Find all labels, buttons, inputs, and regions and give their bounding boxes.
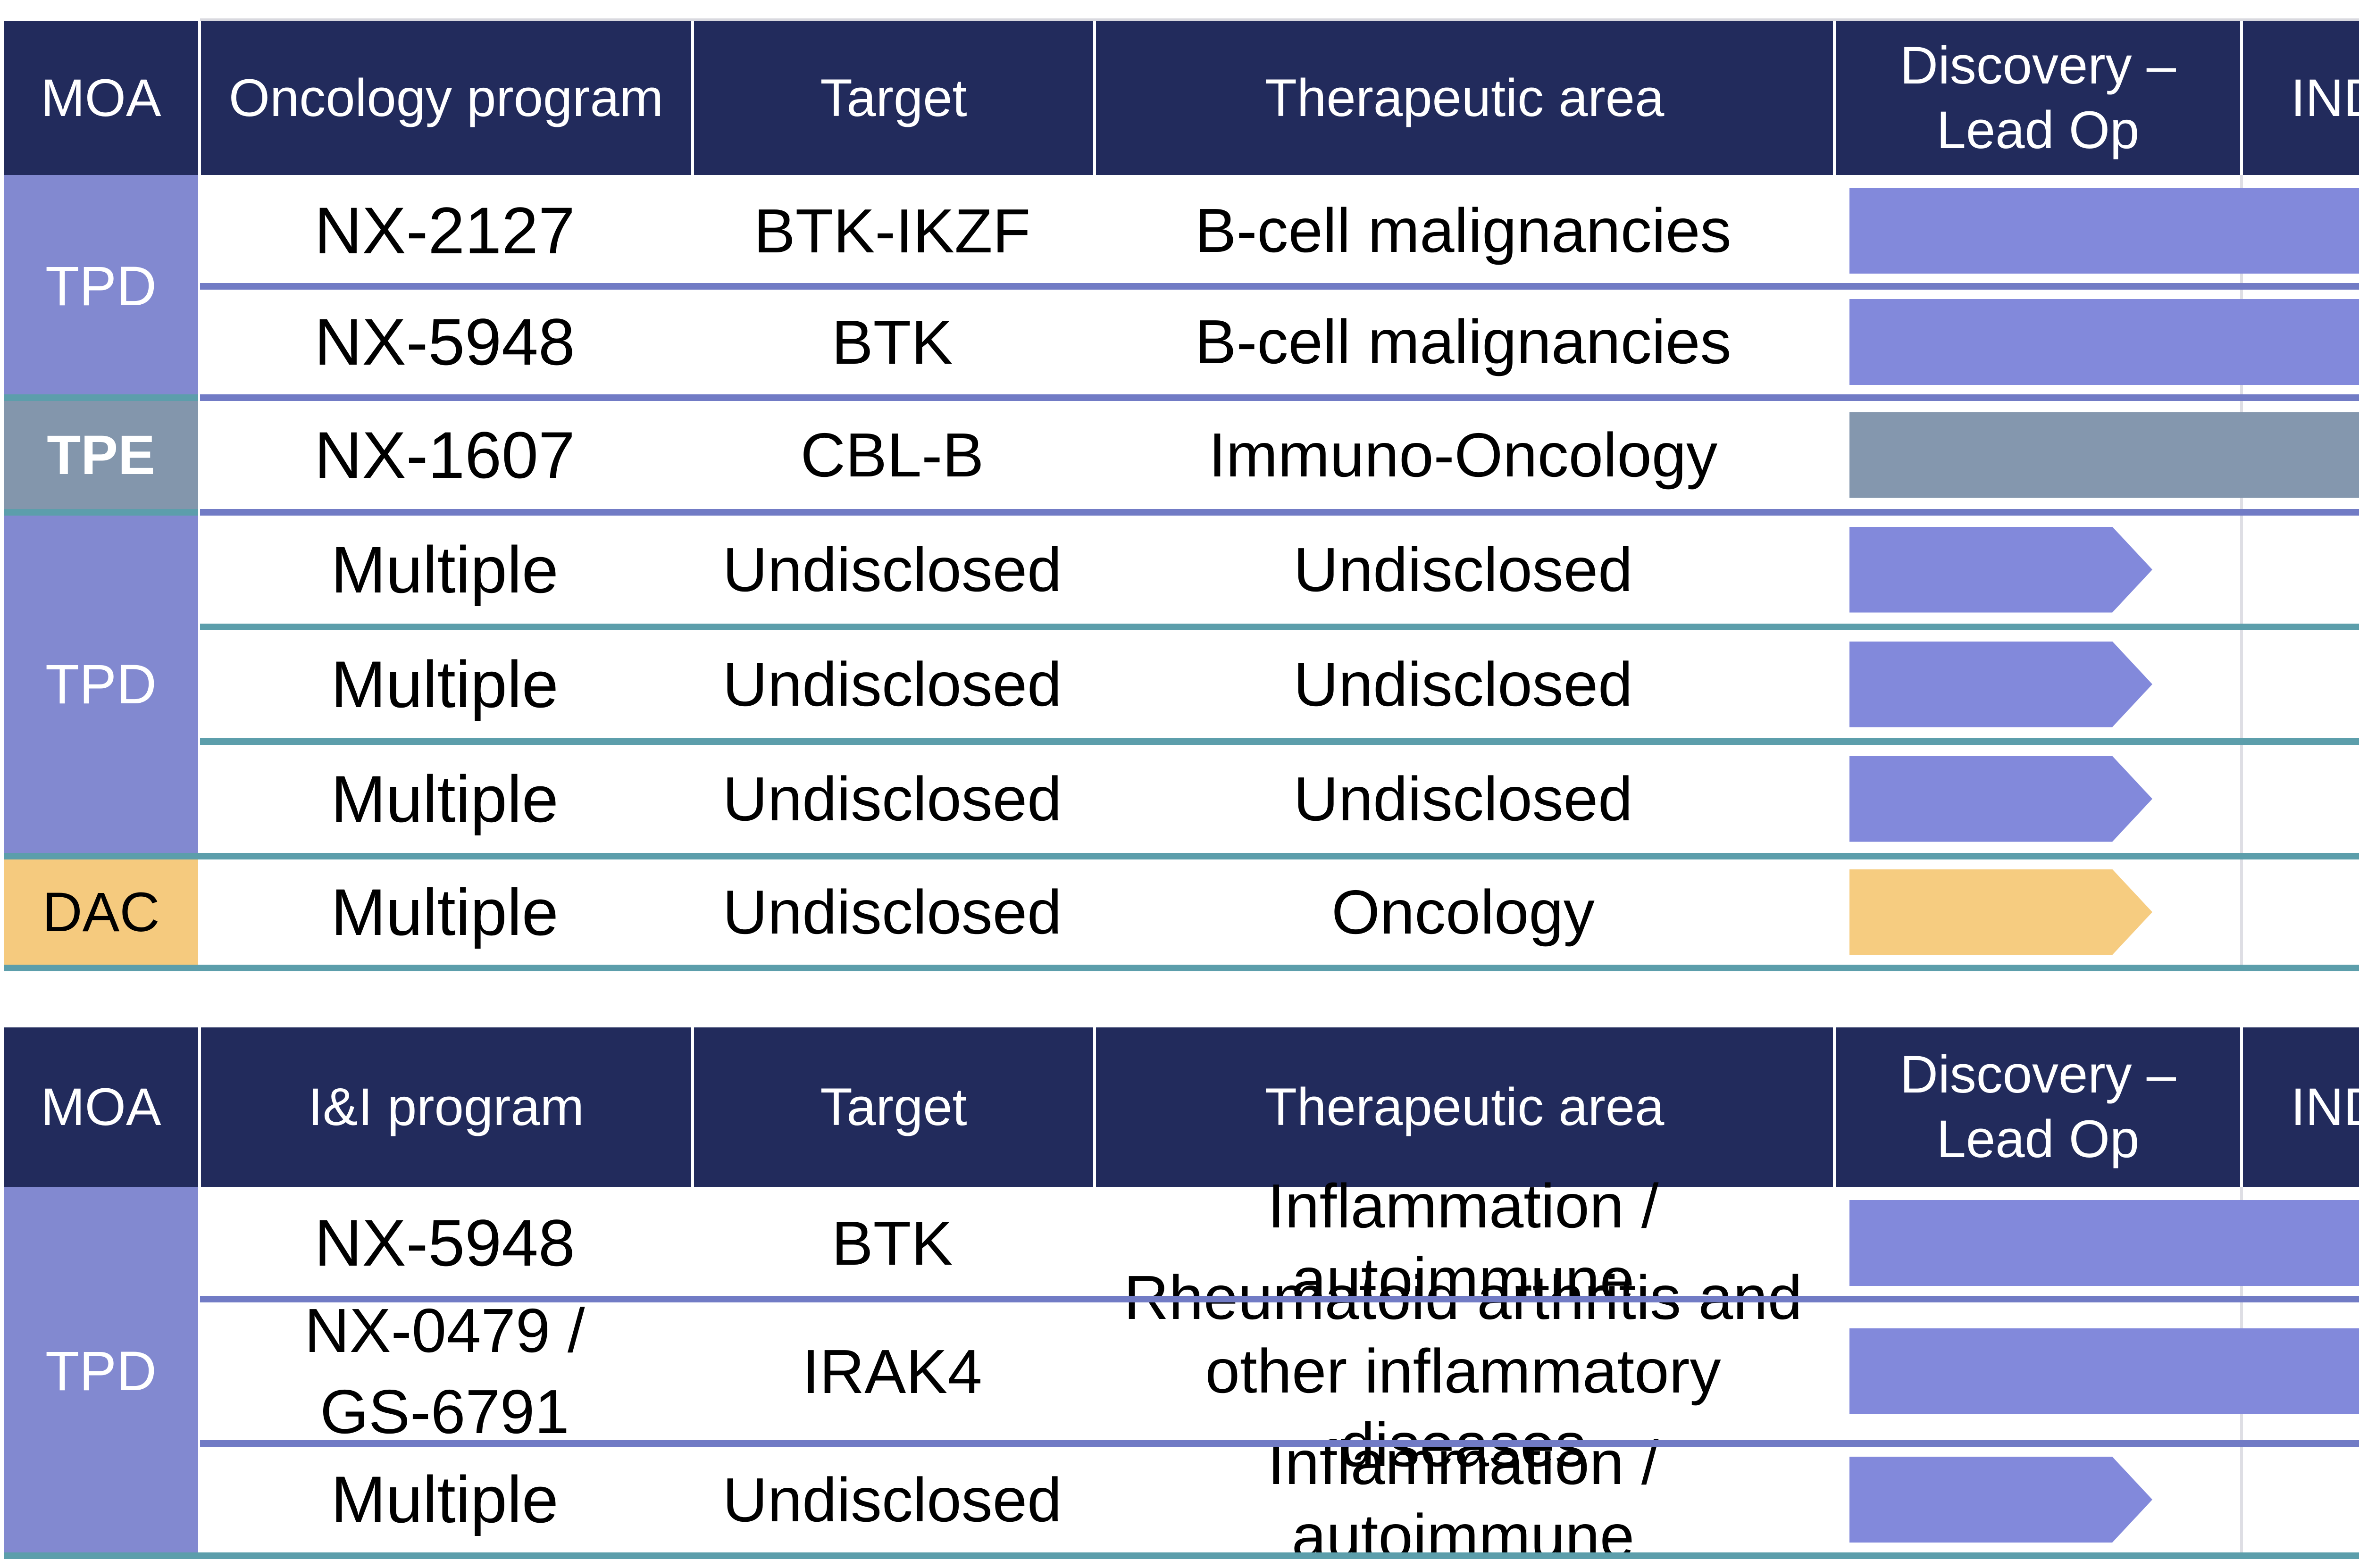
phase-progress-bar	[1849, 299, 2359, 385]
phase-chart-cell	[1833, 398, 2359, 512]
row-divider	[200, 1440, 2359, 1447]
header-therapeutic-area: Therapeutic area	[1096, 1027, 1833, 1187]
program-name: Multiple	[331, 1462, 559, 1536]
table-row-multiple-sanofi: Multiple Undisclosed Undisclosed sanofi	[4, 742, 2359, 856]
moa-group-tpd-2: TPD	[4, 512, 198, 856]
table-row-multiple-1: Multiple Undisclosed Undisclosed	[4, 512, 2359, 627]
program-name: NX-5948	[314, 305, 575, 379]
row-divider	[200, 1296, 2359, 1302]
program-name: Multiple	[331, 875, 559, 949]
table-row-nx0479-gs6791: NX-0479 / GS-6791 IRAK4 Rheumatoid arthr…	[4, 1263, 2359, 1479]
target-name: Undisclosed	[722, 535, 1062, 604]
header-oncology-program: Oncology program	[201, 21, 691, 175]
header-therapeutic-area: Therapeutic area	[1096, 21, 1833, 175]
row-divider	[200, 738, 2359, 745]
header-discovery-lead-op: Discovery – Lead Op	[1836, 21, 2240, 175]
header-target: Target	[694, 1027, 1093, 1187]
header-ind-enabling: IND enabling	[2243, 1027, 2359, 1187]
phase-progress-bar	[1849, 642, 2152, 727]
ii-header-row: MOA I&I program Target Therapeutic area …	[4, 1027, 2359, 1187]
header-ii-program: I&I program	[201, 1027, 691, 1187]
program-name: NX-1607	[314, 417, 575, 492]
row-divider	[200, 624, 2359, 630]
moa-label: DAC	[42, 881, 160, 943]
table-row-multiple-ii: Multiple Undisclosed Inflammation / auto…	[4, 1428, 2359, 1568]
table-bottom-border	[4, 1552, 2359, 1559]
phase-progress-bar	[1849, 1328, 2359, 1414]
therapeutic-area: Inflammation / autoimmune	[1267, 1428, 1659, 1568]
table-row-nx2127: NX-2127 BTK-IKZF B-cell malignancies	[4, 175, 2359, 286]
therapeutic-area: B-cell malignancies	[1195, 307, 1732, 377]
moa-group-dac: DAC	[4, 856, 198, 968]
phase-chart-cell: GILEAD	[1833, 627, 2359, 742]
moa-divider	[4, 509, 198, 516]
therapeutic-area: Rheumatoid arthritis and other inflammat…	[1123, 1263, 1803, 1479]
row-divider	[200, 509, 2359, 516]
phase-chart-cell: Pfizer	[1833, 856, 2359, 968]
therapeutic-area: Undisclosed	[1293, 534, 1633, 604]
header-ind-enabling: IND enabling	[2243, 21, 2359, 175]
therapeutic-area: B-cell malignancies	[1195, 196, 1732, 266]
oncology-header-row: MOA Oncology program Target Therapeutic …	[4, 21, 2359, 175]
target-name: Undisclosed	[722, 650, 1062, 719]
phase-progress-bar	[1849, 756, 2152, 842]
phase-chart-cell: GILEAD	[1833, 1299, 2359, 1443]
moa-divider	[4, 394, 198, 401]
therapeutic-area: Undisclosed	[1293, 764, 1633, 834]
program-name: Multiple	[331, 532, 559, 607]
target-name: BTK	[831, 1208, 953, 1278]
target-name: CBL-B	[800, 420, 984, 490]
phase-chart-cell	[1833, 1187, 2359, 1299]
target-name: BTK-IKZF	[753, 196, 1031, 266]
table-top-border	[200, 18, 2359, 21]
moa-label: TPD	[45, 653, 157, 716]
row-divider	[200, 394, 2359, 401]
moa-group-tpe: TPE	[4, 398, 198, 512]
moa-label: TPE	[47, 424, 155, 486]
therapeutic-area: Oncology	[1331, 877, 1595, 947]
target-name: Undisclosed	[722, 1465, 1062, 1535]
target-name: Undisclosed	[722, 764, 1062, 834]
moa-group-tpd-1: TPD	[4, 175, 198, 398]
phase-progress-bar	[1849, 412, 2359, 498]
phase-chart-cell	[1833, 286, 2359, 398]
phase-chart-cell: sanofi	[1833, 742, 2359, 856]
phase-chart-cell: sanofi	[1833, 1443, 2359, 1556]
ii-pipeline-table: MOA I&I program Target Therapeutic area …	[4, 1027, 2359, 1568]
phase-progress-bar	[1849, 527, 2152, 613]
target-name: IRAK4	[802, 1336, 982, 1406]
program-name: Multiple	[331, 647, 559, 721]
phase-chart-cell	[1833, 175, 2359, 286]
header-target: Target	[694, 21, 1093, 175]
therapeutic-area: Undisclosed	[1293, 649, 1633, 719]
therapeutic-area: Immuno-Oncology	[1208, 420, 1718, 490]
program-name: NX-0479 / GS-6791	[304, 1296, 585, 1446]
phase-progress-bar	[1849, 869, 2152, 955]
phase-progress-bar	[1849, 188, 2359, 274]
table-bottom-border	[4, 965, 2359, 971]
header-moa: MOA	[4, 1027, 198, 1187]
table-row-multiple-pfizer: Multiple Undisclosed Oncology Pfizer	[4, 856, 2359, 968]
row-divider	[4, 853, 2359, 859]
program-name: Multiple	[331, 761, 559, 836]
moa-label: TPD	[45, 1340, 157, 1402]
phase-progress-bar	[1849, 1457, 2152, 1543]
table-row-nx1607: NX-1607 CBL-B Immuno-Oncology	[4, 398, 2359, 512]
gridline-ind	[2240, 175, 2243, 968]
moa-group-tpd-ii: TPD	[4, 1187, 198, 1556]
oncology-pipeline-table: MOA Oncology program Target Therapeutic …	[4, 18, 2359, 975]
target-name: Undisclosed	[722, 877, 1062, 947]
program-name: NX-2127	[314, 193, 575, 267]
target-name: BTK	[831, 307, 953, 377]
phase-progress-bar	[1849, 1200, 2359, 1286]
moa-label: TPD	[45, 255, 157, 317]
phase-chart-cell	[1833, 512, 2359, 627]
header-moa: MOA	[4, 21, 198, 175]
table-row-nx5948-onc: NX-5948 BTK B-cell malignancies	[4, 286, 2359, 398]
row-divider	[200, 283, 2359, 290]
table-row-multiple-gilead: Multiple Undisclosed Undisclosed GILEAD	[4, 627, 2359, 742]
header-discovery-lead-op: Discovery – Lead Op	[1836, 1027, 2240, 1187]
program-name: NX-5948	[314, 1206, 575, 1280]
